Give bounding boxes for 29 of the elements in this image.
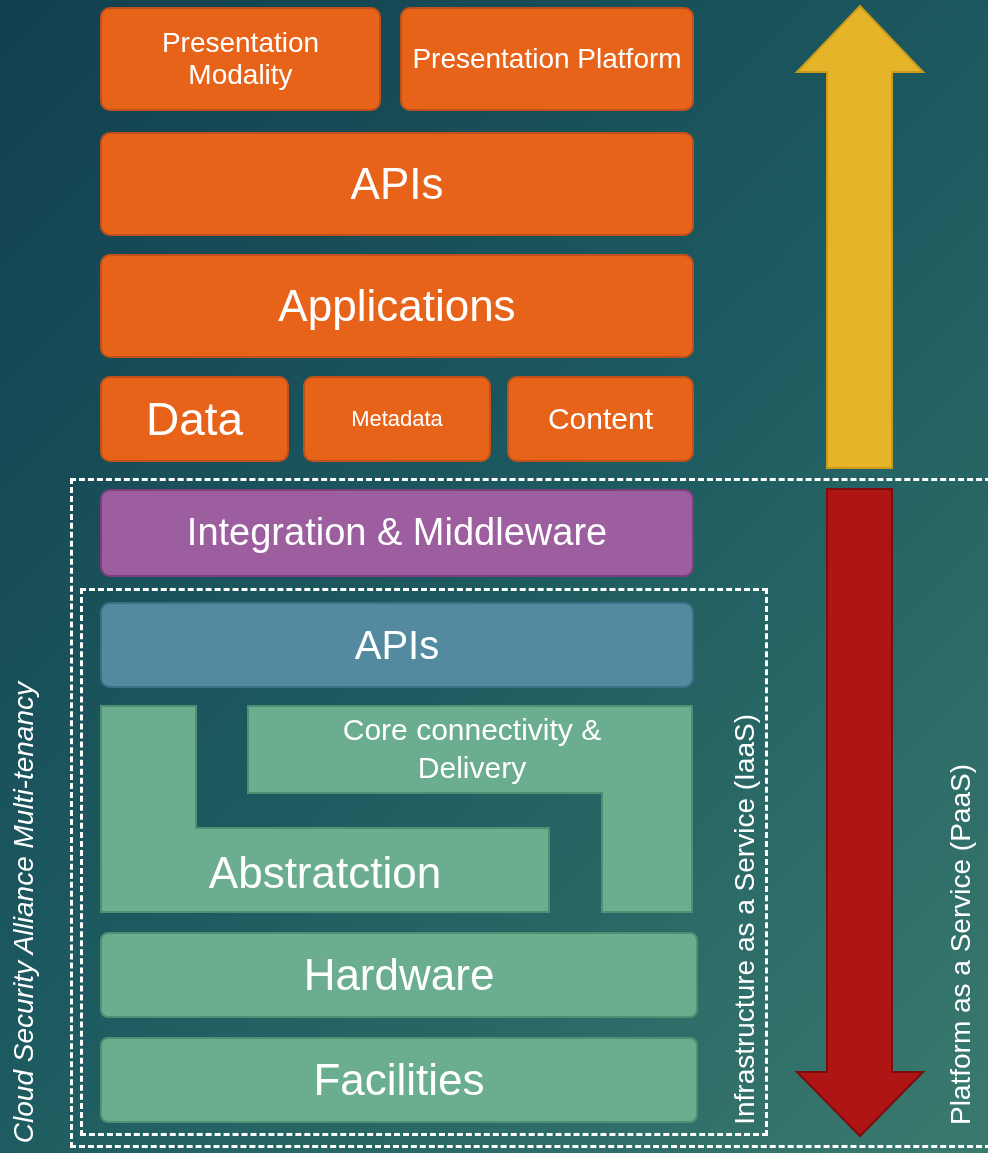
layer-box (100, 489, 694, 577)
layer-box (400, 7, 694, 111)
layer-label: Metadata (350, 406, 444, 432)
dashed-region (80, 588, 768, 1136)
layer-label: APIs (349, 158, 445, 210)
region-label: Platform as a Service (PaaS) (945, 763, 977, 1125)
layer-label: Content (546, 401, 655, 437)
layer-label: Presentation Modality (160, 26, 321, 92)
dashed-region (70, 478, 988, 1148)
side-label: Cloud Security Alliance Multi-tenancy (8, 681, 40, 1143)
region-label: Infrastructure as a Service (IaaS) (729, 714, 761, 1125)
layer-box (100, 7, 381, 111)
layer-box (507, 376, 694, 462)
layer-box (100, 376, 289, 462)
layer-label: Presentation Platform (411, 42, 683, 76)
layer-label: Hardware (302, 949, 496, 1001)
layer-box (100, 254, 694, 358)
layer-label: Core connectivity & Delivery (341, 712, 603, 786)
layer-box (100, 932, 698, 1018)
layer-box (100, 132, 694, 236)
layer-label: Data (144, 392, 245, 446)
layer-label: Integration & Middleware (185, 511, 609, 555)
layer-label: Facilities (312, 1054, 486, 1106)
layer-label: Applications (277, 280, 517, 332)
layer-box (100, 1037, 698, 1123)
layer-label: Abstratction (207, 847, 443, 899)
layer-box (303, 376, 491, 462)
layer-label: APIs (353, 622, 441, 668)
layer-box (100, 602, 694, 688)
